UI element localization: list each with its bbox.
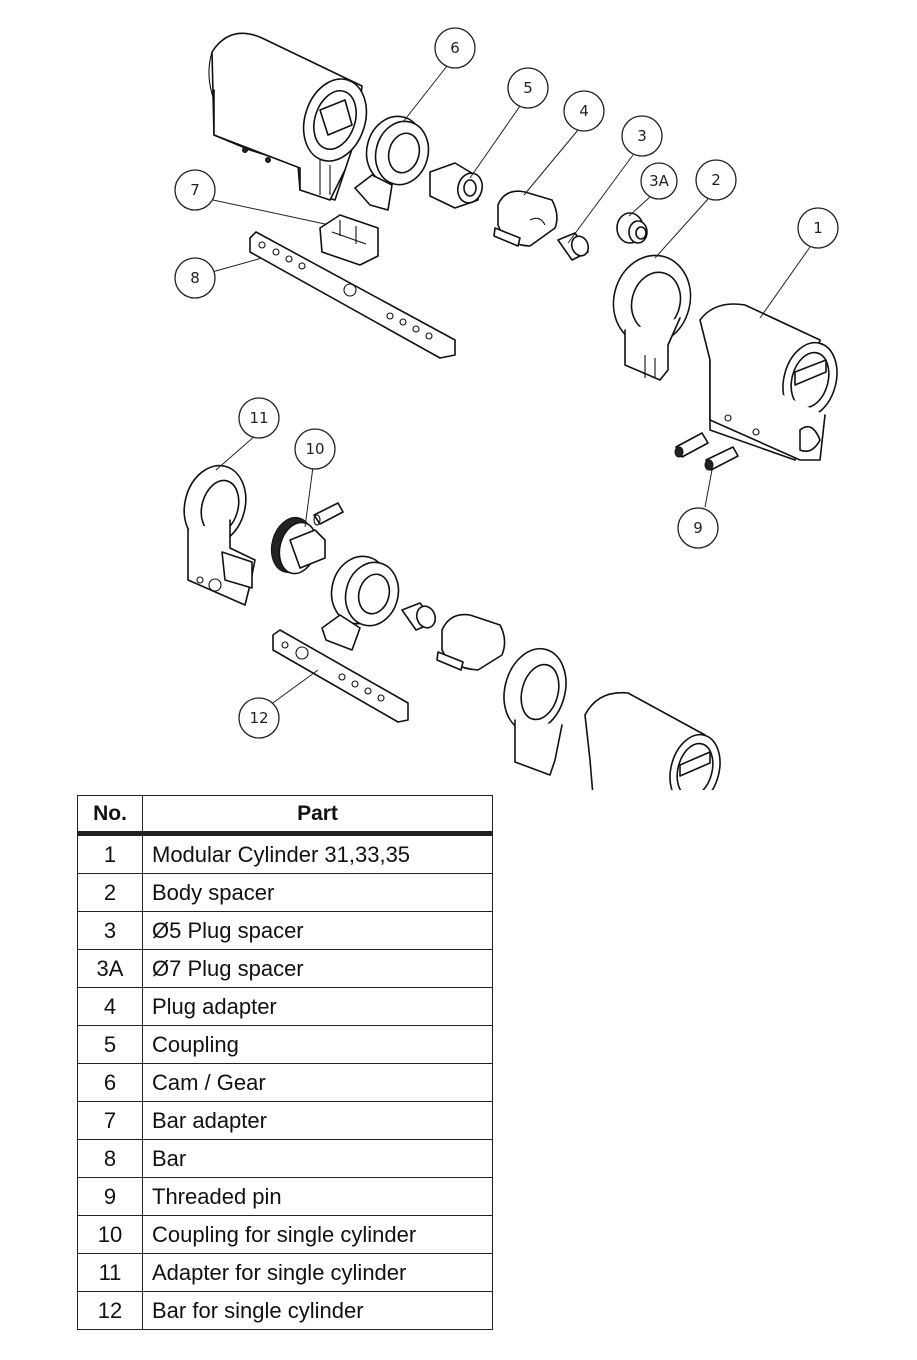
svg-text:12: 12: [249, 709, 268, 727]
part-1-modular-cylinder: [699, 303, 838, 461]
part-9-threaded-pins: [674, 432, 739, 471]
row-no: 10: [77, 1215, 143, 1254]
row-part: Plug adapter: [142, 987, 493, 1026]
callout-3: 3: [621, 115, 663, 157]
svg-text:1: 1: [813, 219, 823, 237]
row-part: Bar: [142, 1139, 493, 1178]
row-part: Cam / Gear: [142, 1063, 493, 1102]
header-part: Part: [142, 795, 493, 836]
part-7-bar-adapter: [319, 214, 379, 266]
callout-9: 9: [677, 507, 719, 549]
part-11-adapter-single: [183, 464, 256, 606]
part-8-bar: [249, 231, 456, 359]
row-part: Ø7 Plug spacer: [142, 949, 493, 988]
row-part: Coupling for single cylinder: [142, 1215, 493, 1254]
leader-lines: [211, 65, 811, 706]
part-3-plug-spacer: [557, 232, 590, 261]
callout-6: 6: [434, 27, 476, 69]
svg-text:4: 4: [579, 102, 589, 120]
row-part: Coupling: [142, 1025, 493, 1064]
svg-text:3A: 3A: [649, 172, 670, 190]
svg-text:7: 7: [190, 181, 200, 199]
callout-2: 2: [695, 159, 737, 201]
callout-11: 11: [238, 397, 280, 439]
cylinder-body-left: [208, 32, 368, 201]
table-header-row: No. Part: [77, 795, 493, 836]
row-no: 2: [77, 873, 143, 912]
part-3-plug-spacer-bottom: [401, 602, 437, 631]
svg-text:8: 8: [190, 269, 200, 287]
row-no: 3: [77, 911, 143, 950]
callout-8: 8: [174, 257, 216, 299]
row-part: Body spacer: [142, 873, 493, 912]
row-no: 9: [77, 1177, 143, 1216]
part-6-cam-gear-bottom: [321, 555, 400, 651]
part-3a-plug-spacer: [616, 212, 648, 244]
row-part: Modular Cylinder 31,33,35: [142, 833, 493, 874]
svg-text:9: 9: [693, 519, 703, 537]
row-part: Threaded pin: [142, 1177, 493, 1216]
row-no: 6: [77, 1063, 143, 1102]
svg-text:2: 2: [711, 171, 721, 189]
part-2-body-spacer: [612, 254, 692, 381]
row-no: 1: [77, 833, 143, 874]
part-10-coupling-single: [270, 502, 344, 575]
svg-text:5: 5: [523, 79, 533, 97]
exploded-view-diagram: 1 2 3 3A 4 5 6 7 8 9 10 11 12: [174, 27, 839, 790]
part-2-body-spacer-bottom: [503, 647, 567, 776]
part-4-plug-adapter: [493, 190, 558, 247]
callout-10: 10: [294, 428, 336, 470]
part-4-plug-adapter-bottom: [436, 613, 506, 671]
row-no: 11: [77, 1253, 143, 1292]
callout-7: 7: [174, 169, 216, 211]
callout-3a: 3A: [640, 162, 678, 200]
row-part: Bar for single cylinder: [142, 1291, 493, 1330]
row-no: 7: [77, 1101, 143, 1140]
part-1-single-cylinder: [584, 691, 721, 790]
row-part: Ø5 Plug spacer: [142, 911, 493, 950]
row-no: 8: [77, 1139, 143, 1178]
svg-text:10: 10: [305, 440, 324, 458]
part-6-cam-gear: [354, 115, 430, 211]
row-no: 4: [77, 987, 143, 1026]
svg-text:11: 11: [249, 409, 268, 427]
svg-text:6: 6: [450, 39, 460, 57]
header-no: No.: [77, 795, 143, 836]
part-12-bar-single: [272, 629, 409, 723]
callout-12: 12: [238, 697, 280, 739]
svg-text:3: 3: [637, 127, 647, 145]
row-no: 12: [77, 1291, 143, 1330]
callout-4: 4: [563, 90, 605, 132]
row-part: Adapter for single cylinder: [142, 1253, 493, 1292]
callout-1: 1: [797, 207, 839, 249]
row-no: 5: [77, 1025, 143, 1064]
callout-5: 5: [507, 67, 549, 109]
row-no: 3A: [77, 949, 143, 988]
part-5-coupling: [429, 162, 484, 209]
row-part: Bar adapter: [142, 1101, 493, 1140]
